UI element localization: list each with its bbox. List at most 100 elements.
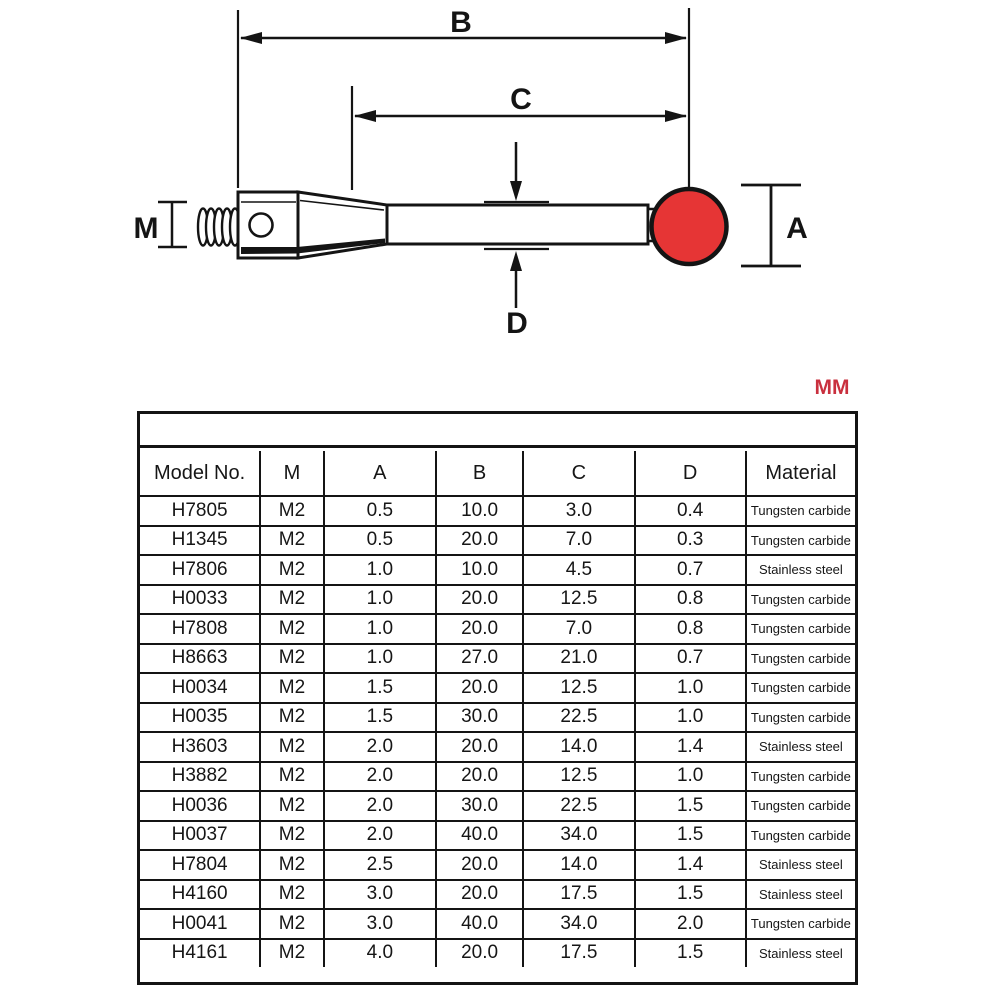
cell-model-no: H4160 — [140, 878, 262, 910]
cell-material: Stainless steel — [744, 849, 855, 881]
cell-m: M2 — [259, 583, 325, 615]
cell-b: 40.0 — [434, 819, 525, 851]
header-c: C — [522, 451, 636, 497]
cell-material: Tungsten carbide — [744, 672, 855, 704]
stylus-dimension-diagram: B C D M A MM — [134, 6, 850, 399]
cell-material: Stainless steel — [744, 878, 855, 910]
cell-m: M2 — [259, 790, 325, 822]
header-m: M — [259, 451, 325, 497]
cell-a: 3.0 — [322, 878, 437, 910]
cell-a: 1.5 — [322, 701, 437, 733]
cell-a: 1.0 — [322, 583, 437, 615]
collet-cone-inner-line — [299, 199, 385, 211]
stylus-stem — [385, 203, 650, 246]
cell-material: Tungsten carbide — [744, 524, 855, 556]
dim-b-arrow-right — [665, 32, 687, 44]
cell-a: 2.0 — [322, 819, 437, 851]
cell-a: 1.0 — [322, 613, 437, 645]
cell-b: 27.0 — [434, 642, 525, 674]
cell-c: 14.0 — [522, 731, 636, 763]
cell-m: M2 — [259, 819, 325, 851]
cell-model-no: H0034 — [140, 672, 262, 704]
cell-c: 34.0 — [522, 908, 636, 940]
cell-m: M2 — [259, 731, 325, 763]
header-b: B — [434, 451, 525, 497]
cell-model-no: H0041 — [140, 908, 262, 940]
cell-d: 0.8 — [633, 613, 747, 645]
cell-model-no: H0036 — [140, 790, 262, 822]
dim-d-top-arrow — [510, 181, 522, 201]
cell-b: 30.0 — [434, 790, 525, 822]
cell-d: 0.4 — [633, 495, 747, 527]
cell-c: 14.0 — [522, 849, 636, 881]
cell-model-no: H7805 — [140, 495, 262, 527]
dim-c-arrow-left — [354, 110, 376, 122]
cell-c: 12.5 — [522, 583, 636, 615]
cell-m: M2 — [259, 554, 325, 586]
cell-d: 1.5 — [633, 819, 747, 851]
cell-model-no: H7804 — [140, 849, 262, 881]
dim-d-bottom-arrow — [510, 251, 522, 271]
cell-a: 2.0 — [322, 790, 437, 822]
dim-d-label: D — [506, 307, 528, 340]
cell-model-no: H0033 — [140, 583, 262, 615]
cell-m: M2 — [259, 613, 325, 645]
cell-a: 1.0 — [322, 554, 437, 586]
cell-material: Tungsten carbide — [744, 790, 855, 822]
cell-m: M2 — [259, 937, 325, 967]
header-model-no: Model No. — [140, 451, 262, 497]
collet-hole — [248, 212, 274, 238]
header-a: A — [322, 451, 437, 497]
dim-m-label: M — [134, 212, 159, 245]
cell-d: 1.5 — [633, 790, 747, 822]
cell-b: 20.0 — [434, 613, 525, 645]
cell-b: 20.0 — [434, 583, 525, 615]
dim-c-arrow-right — [665, 110, 687, 122]
cell-model-no: H0035 — [140, 701, 262, 733]
cell-m: M2 — [259, 760, 325, 792]
cell-model-no: H3603 — [140, 731, 262, 763]
cell-material: Tungsten carbide — [744, 908, 855, 940]
cell-model-no: H4161 — [140, 937, 262, 967]
cell-c: 12.5 — [522, 760, 636, 792]
cell-d: 1.5 — [633, 878, 747, 910]
cell-c: 12.5 — [522, 672, 636, 704]
dim-b-label: B — [450, 6, 472, 39]
cell-model-no: H1345 — [140, 524, 262, 556]
dim-c-label: C — [510, 83, 532, 116]
cell-c: 22.5 — [522, 790, 636, 822]
cell-d: 1.4 — [633, 849, 747, 881]
cell-c: 3.0 — [522, 495, 636, 527]
cell-a: 2.0 — [322, 760, 437, 792]
cell-a: 2.0 — [322, 731, 437, 763]
cell-material: Tungsten carbide — [744, 760, 855, 792]
cell-d: 1.4 — [633, 731, 747, 763]
cell-d: 0.7 — [633, 642, 747, 674]
cell-a: 4.0 — [322, 937, 437, 967]
cell-m: M2 — [259, 849, 325, 881]
cell-d: 2.0 — [633, 908, 747, 940]
cell-c: 7.0 — [522, 613, 636, 645]
cell-d: 1.0 — [633, 701, 747, 733]
cell-a: 0.5 — [322, 524, 437, 556]
cell-model-no: H7808 — [140, 613, 262, 645]
cell-material: Stainless steel — [744, 731, 855, 763]
cell-c: 22.5 — [522, 701, 636, 733]
cell-c: 17.5 — [522, 937, 636, 967]
cell-a: 1.0 — [322, 642, 437, 674]
cell-m: M2 — [259, 701, 325, 733]
cell-c: 7.0 — [522, 524, 636, 556]
